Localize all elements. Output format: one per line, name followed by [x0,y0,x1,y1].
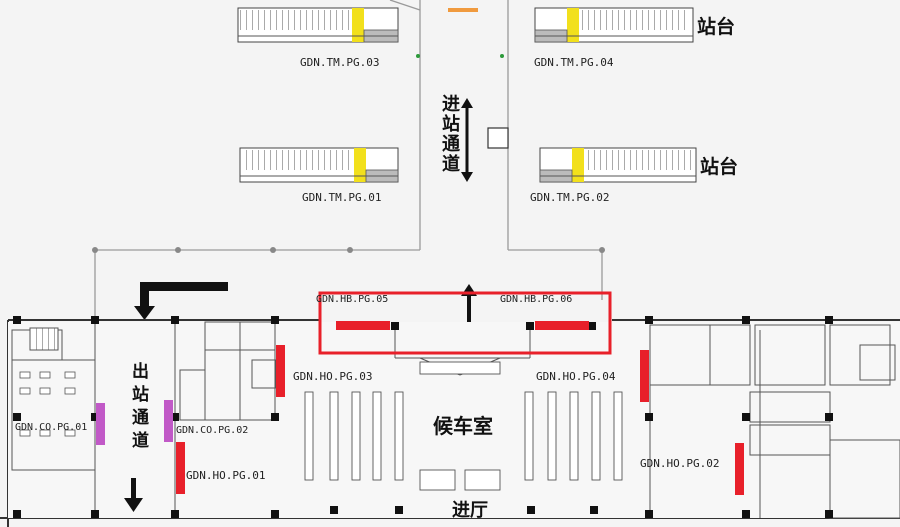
exit-direction-arrow [134,282,228,320]
area-entry-passage: 进站通道 [439,94,460,174]
waiting-up-arrow [461,284,477,326]
green-dot-left [416,54,420,58]
escalator-tm-pg-03 [237,7,399,43]
label-tm-pg-01: GDN.TM.PG.01 [302,191,382,204]
center-column [487,127,509,149]
label-hb-pg-06: GDN.HB.PG.06 [500,294,573,305]
waiting-room-seats [304,361,623,491]
ticket-gates-left [19,371,76,437]
label-tm-pg-04: GDN.TM.PG.04 [534,56,614,69]
label-ho-pg-04: GDN.HO.PG.04 [536,370,616,383]
area-waiting-room: 候车室 [433,414,493,438]
label-co-pg-01: GDN.CO.PG.01 [15,422,88,433]
marker-hb-pg-06 [535,321,589,330]
label-co-pg-02: GDN.CO.PG.02 [176,425,249,436]
green-dot-right [500,54,504,58]
marker-co-pg-01 [96,403,105,445]
marker-ho-pg-01 [176,442,185,494]
signage-markers-red [176,321,744,495]
area-platform-top: 站台 [697,16,736,38]
label-ho-pg-02: GDN.HO.PG.02 [640,457,720,470]
label-tm-pg-02: GDN.TM.PG.02 [530,191,610,204]
label-hb-pg-05: GDN.HB.PG.05 [316,294,389,305]
stairs-left [29,327,59,351]
label-tm-pg-03: GDN.TM.PG.03 [300,56,380,69]
escalator-tm-pg-01 [239,147,399,183]
marker-ho-pg-03 [276,345,285,397]
escalator-tm-pg-04 [534,7,694,43]
signage-markers-purple [96,400,173,445]
marker-hb-pg-05 [336,321,390,330]
marker-ho-pg-04 [640,350,649,402]
exit-down-arrow [124,478,143,512]
passage-nodes [92,247,605,253]
entry-passage-arrow [461,98,473,182]
area-platform-mid: 站台 [700,156,739,178]
marker-co-pg-02 [164,400,173,442]
top-marker [448,8,478,12]
marker-ho-pg-02 [735,443,744,495]
area-exit-passage: 出站通道 [128,362,148,454]
label-ho-pg-03: GDN.HO.PG.03 [293,370,373,383]
label-ho-pg-01: GDN.HO.PG.01 [186,469,266,482]
escalator-tm-pg-02 [539,147,697,183]
highlight-box [318,291,612,355]
area-entry-hall: 进厅 [452,500,488,521]
